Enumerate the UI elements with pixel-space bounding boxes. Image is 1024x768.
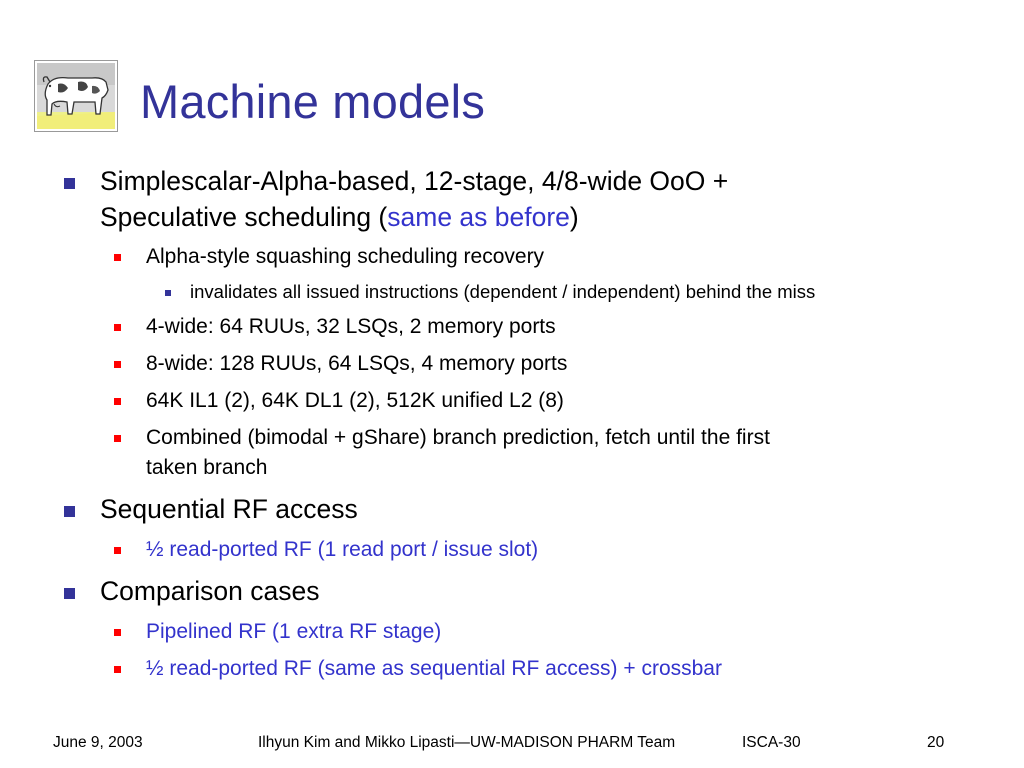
sub-bullet-caches: 64K IL1 (2), 64K DL1 (2), 512K unified L… (146, 389, 564, 412)
sub-bullet-pipelined-rf: Pipelined RF (1 extra RF stage) (146, 620, 442, 643)
sub-bullet-alpha-style: Alpha-style squashing scheduling recover… (146, 245, 545, 268)
sub-bullet-half-read-ported: ½ read-ported RF (1 read port / issue sl… (146, 538, 539, 561)
sub-sub-bullet-marker (165, 290, 171, 296)
bullet-1-line-2-suffix: ) (569, 202, 579, 232)
bullet-marker-2 (64, 506, 75, 517)
footer-authors: Ilhyun Kim and Mikko Lipasti—UW-MADISON … (258, 734, 676, 751)
cow-icon (34, 60, 118, 132)
cow-painting-logo (34, 60, 118, 132)
bullet-1-line-1: Simplescalar-Alpha-based, 12-stage, 4/8-… (100, 166, 729, 196)
slide-title: Machine models (140, 75, 486, 128)
bullet-marker-3 (64, 588, 75, 599)
same-as-before-text: same as before (387, 202, 570, 232)
bullet-1-line-2-prefix: Speculative scheduling ( (100, 202, 388, 232)
bullet-2-sequential-rf: Sequential RF access (100, 494, 358, 524)
sub-bullet-branch-line-1: Combined (bimodal + gShare) branch predi… (146, 426, 770, 449)
sub-bullet-4-wide: 4-wide: 64 RUUs, 32 LSQs, 2 memory ports (146, 315, 556, 338)
sub-bullet-8-wide: 8-wide: 128 RUUs, 64 LSQs, 4 memory port… (146, 352, 568, 375)
sub-bullet-branch-line-2: taken branch (146, 456, 268, 479)
bullet-marker-1 (64, 178, 75, 189)
sub-bullet-marker (114, 435, 121, 442)
sub-bullet-crossbar: ½ read-ported RF (same as sequential RF … (146, 657, 722, 680)
sub-bullet-marker (114, 254, 121, 261)
footer-date: June 9, 2003 (53, 734, 143, 751)
sub-bullet-marker (114, 361, 121, 368)
sub-bullet-marker (114, 398, 121, 405)
sub-sub-bullet-invalidates: invalidates all issued instructions (dep… (190, 281, 816, 302)
sub-bullet-marker (114, 547, 121, 554)
sub-bullet-marker (114, 629, 121, 636)
sub-bullet-marker (114, 666, 121, 673)
bullet-3-comparison: Comparison cases (100, 576, 320, 606)
sub-bullet-marker (114, 324, 121, 331)
footer-page-number: 20 (927, 734, 945, 751)
bullet-1-line-2: Speculative scheduling (same as before) (100, 199, 579, 236)
footer-venue: ISCA-30 (742, 734, 801, 751)
